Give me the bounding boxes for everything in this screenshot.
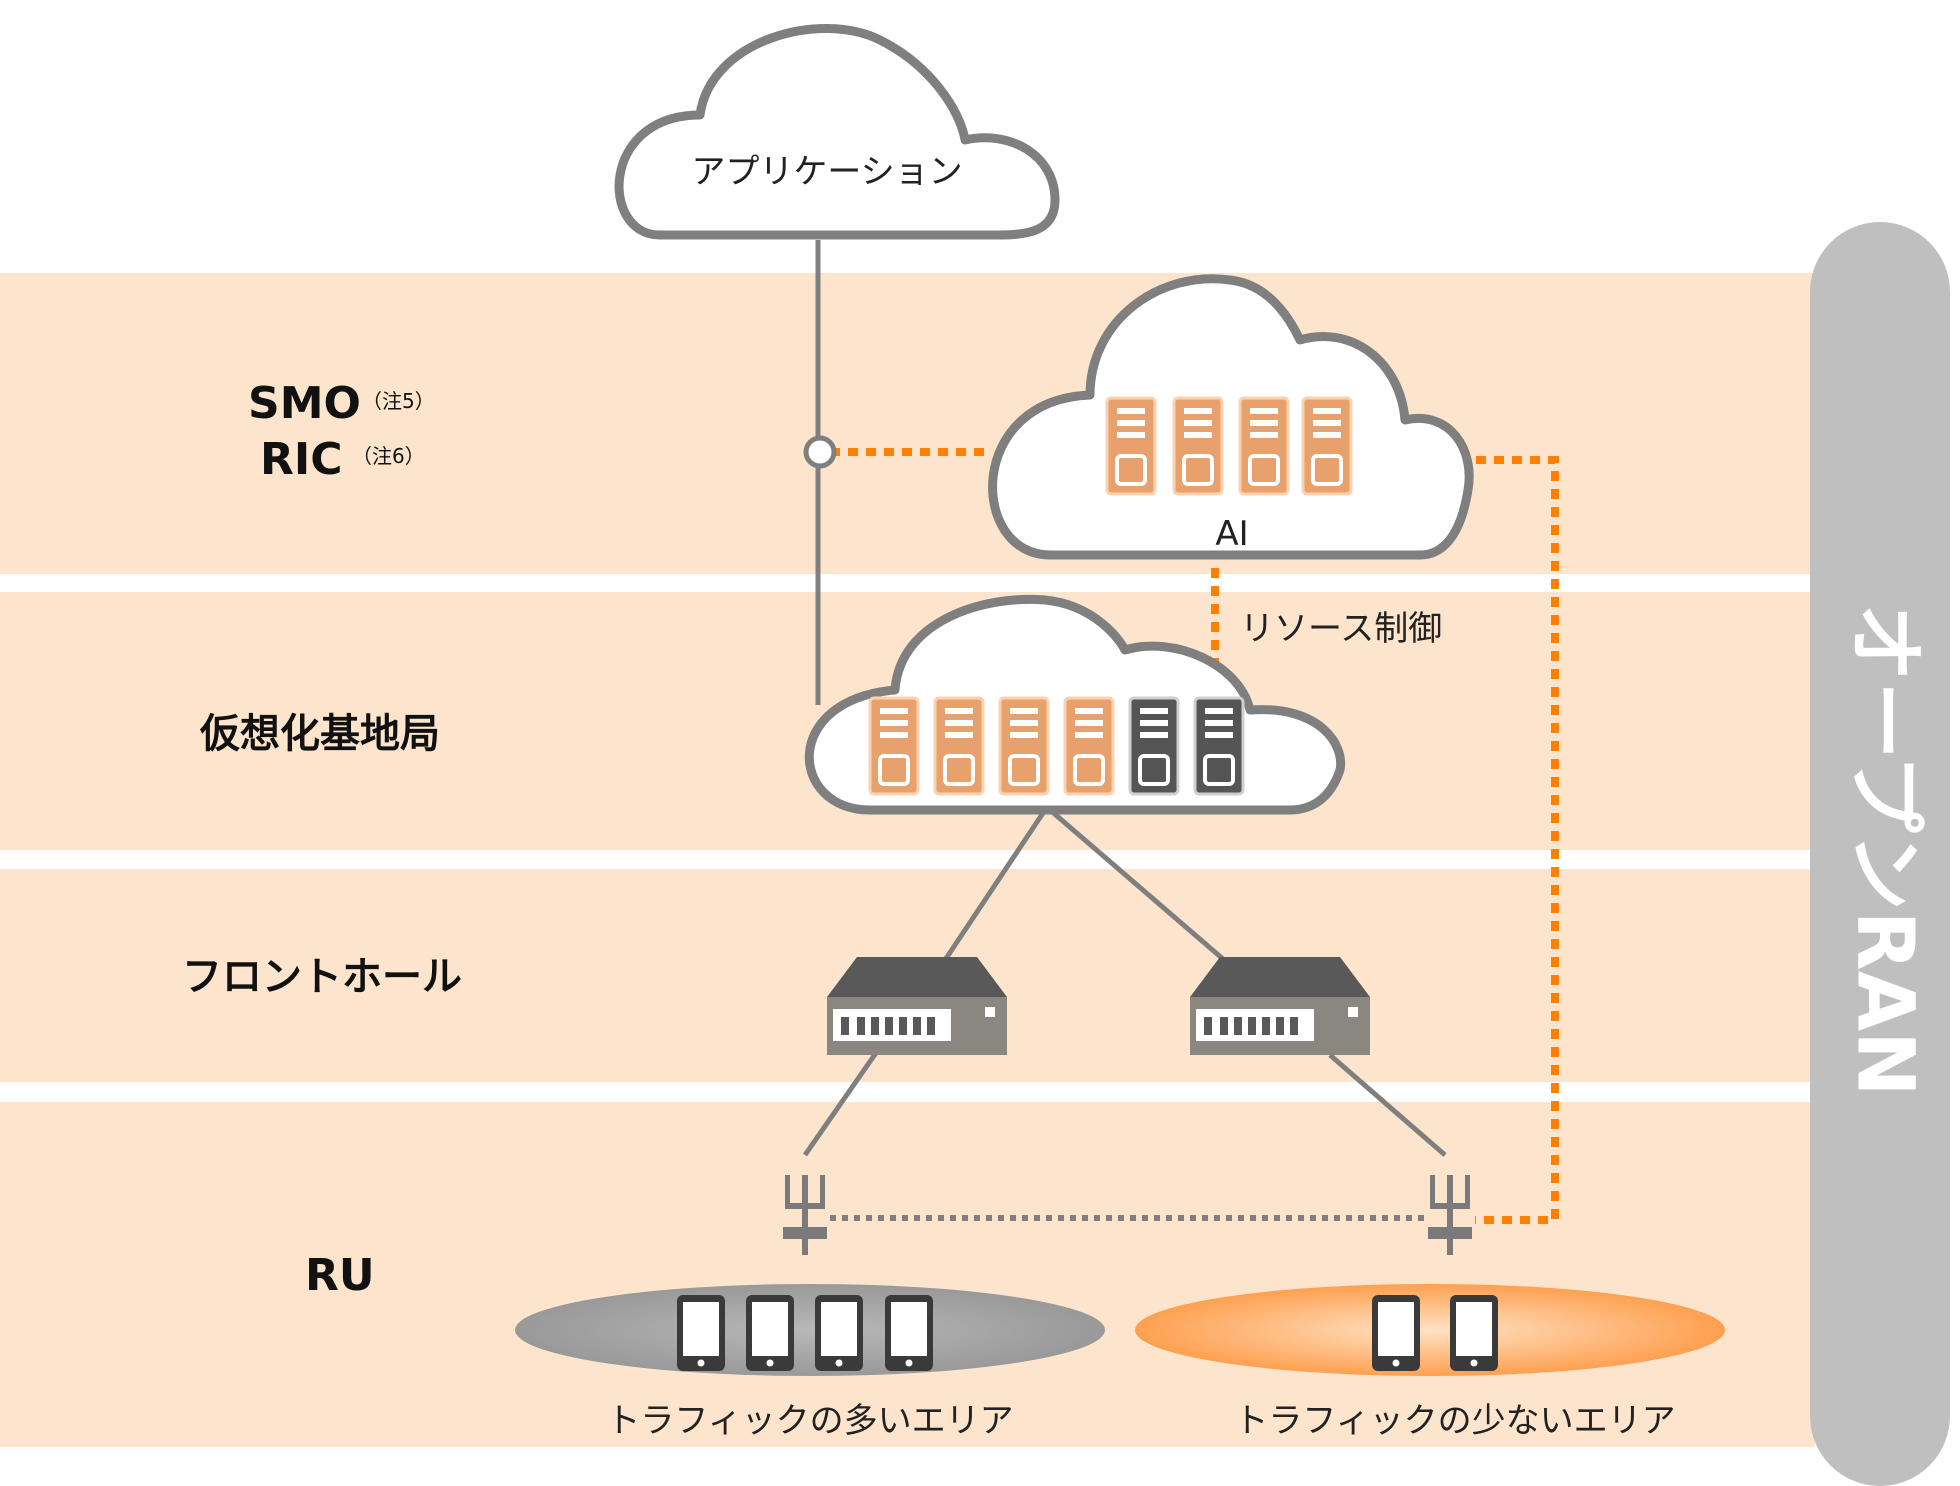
- ai-server-2: [1172, 396, 1224, 496]
- vbase-to-switch-left-line: [942, 808, 1048, 962]
- phone-icon: [815, 1295, 863, 1371]
- fronthaul-label: フロントホール: [182, 954, 462, 1000]
- open-ran-label: オープンRAN: [1840, 603, 1930, 1096]
- ai-server-4: [1301, 396, 1353, 496]
- ru-label: RU: [305, 1250, 375, 1301]
- switch-right-to-antenna-line: [1328, 1053, 1447, 1157]
- busy-area-label: トラフィックの多いエリア: [606, 1401, 1013, 1441]
- fronthaul-switch-left: [827, 957, 1007, 1055]
- ric-label: RIC: [260, 434, 343, 485]
- phone-icon: [1372, 1295, 1420, 1371]
- vbase-server-5-idle: [1128, 696, 1180, 796]
- junction-node: [803, 435, 837, 469]
- virtual-base-station-label: 仮想化基地局: [199, 711, 440, 757]
- ai-server-1: [1105, 396, 1157, 496]
- application-cloud-label: アプリケーション: [691, 152, 962, 192]
- switch-left-to-antenna-line: [802, 1048, 881, 1157]
- band-smo-ric: [0, 273, 1815, 574]
- ric-note: （注6）: [352, 444, 425, 468]
- vbase-to-switch-right-line: [1048, 808, 1232, 967]
- resource-control-label: リソース制御: [1240, 609, 1442, 649]
- quiet-area: [1135, 1284, 1725, 1376]
- open-ran-side-bar: [1810, 222, 1950, 1486]
- vbase-server-1: [868, 696, 920, 796]
- phone-icon: [1450, 1295, 1498, 1371]
- busy-area: [515, 1284, 1105, 1376]
- smo-label: SMO: [248, 378, 361, 429]
- band-ru: [0, 1102, 1815, 1447]
- phone-icon: [885, 1295, 933, 1371]
- phone-icon: [746, 1295, 794, 1371]
- ai-to-ru-dotted: [1458, 456, 1559, 1224]
- quiet-area-label: トラフィックの少ないエリア: [1234, 1401, 1675, 1441]
- vbase-server-6-idle: [1193, 696, 1245, 796]
- vbase-server-3: [998, 696, 1050, 796]
- vbase-server-4: [1063, 696, 1115, 796]
- ai-cloud-label: AI: [1215, 514, 1248, 554]
- vbase-server-2: [933, 696, 985, 796]
- smo-note: （注5）: [362, 389, 435, 413]
- ai-server-3: [1238, 396, 1290, 496]
- phone-icon: [677, 1295, 725, 1371]
- application-cloud: [614, 24, 1060, 240]
- fronthaul-switch-right: [1190, 957, 1370, 1055]
